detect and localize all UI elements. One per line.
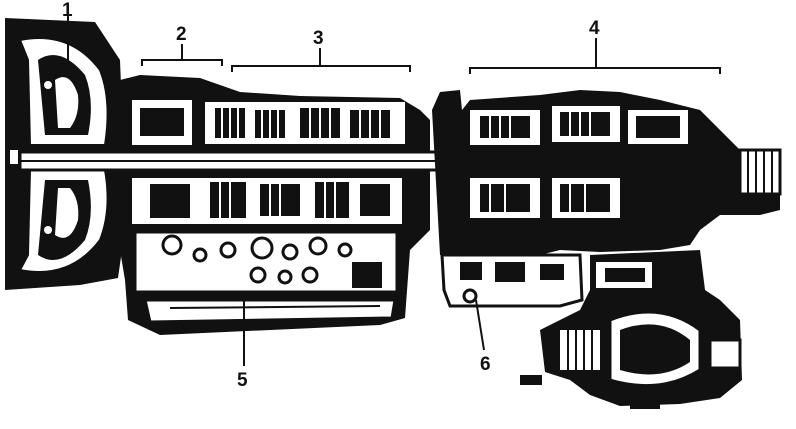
group-brackets xyxy=(141,38,721,74)
rear-valve-body xyxy=(440,253,584,308)
valve-body xyxy=(133,230,399,324)
leader-lines xyxy=(67,16,485,366)
torque-converter-housing xyxy=(5,18,124,290)
callout-1: 1 xyxy=(62,0,73,21)
transfer-case xyxy=(520,250,742,409)
rear-housing xyxy=(432,90,782,255)
callout-6: 6 xyxy=(480,354,491,375)
callout-3: 3 xyxy=(313,28,324,49)
transmission-case xyxy=(120,75,430,335)
callout-2: 2 xyxy=(176,24,187,45)
callout-4: 4 xyxy=(589,18,600,39)
callout-5: 5 xyxy=(237,370,248,391)
